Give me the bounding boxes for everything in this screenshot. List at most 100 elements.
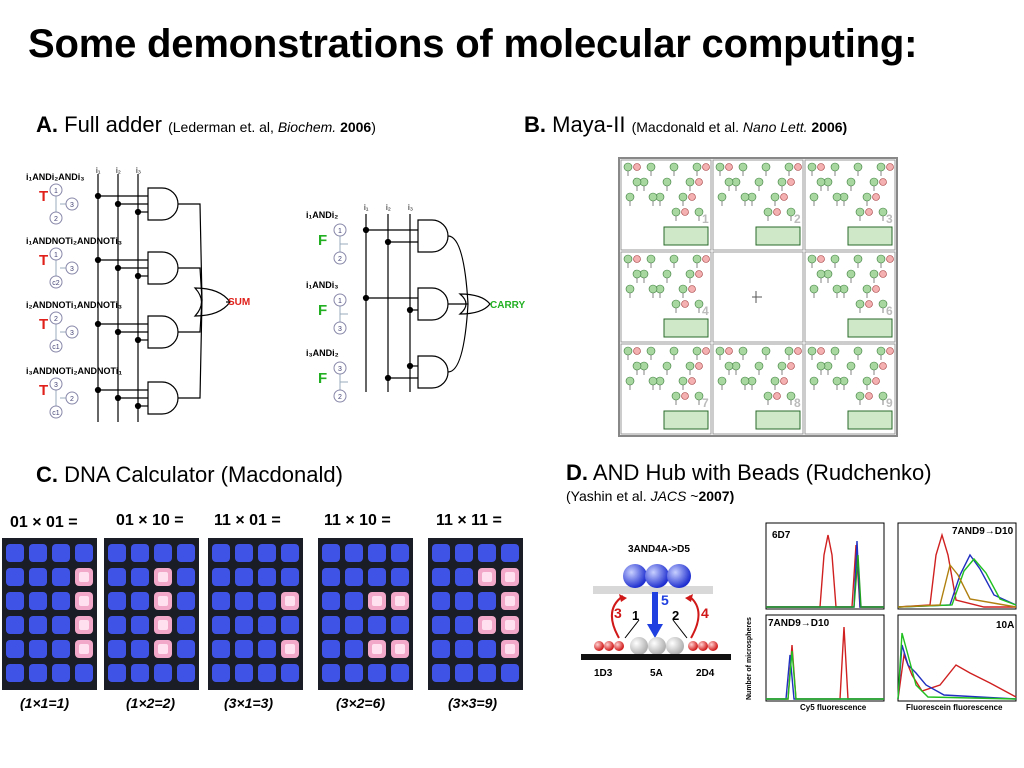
unlit-well (432, 592, 450, 610)
sum-row-truth-letter: T (39, 252, 49, 269)
unlit-well (108, 664, 126, 682)
unlit-well (391, 616, 409, 634)
and-hub-diagram (581, 564, 731, 660)
maya-cell: 3 (804, 159, 896, 251)
carry-and-gate (417, 355, 449, 389)
unlit-well (75, 544, 93, 562)
unlit-well (131, 640, 149, 658)
unlit-well (345, 664, 363, 682)
section-b-name: Maya-II (552, 112, 626, 137)
unlit-well (501, 664, 519, 682)
unlit-well (345, 640, 363, 658)
hub-top-label: 3AND4A->D5 (628, 544, 690, 555)
input-label-i1: i₁ (96, 166, 101, 175)
plot-label-2: 7AND9→D10 (952, 526, 1014, 537)
maya-cell: 6 (804, 251, 896, 343)
unlit-well (258, 568, 276, 586)
svg-text:8: 8 (794, 396, 801, 410)
unlit-well (478, 544, 496, 562)
section-d-citation: (Yashin et al. JACS ~2007) (566, 488, 735, 504)
unlit-well (455, 640, 473, 658)
plot-label-1: 6D7 (772, 530, 791, 541)
svg-text:1: 1 (54, 188, 58, 195)
unlit-well (212, 640, 230, 658)
result-1: (1×1=1) (20, 695, 70, 711)
unlit-well (368, 544, 386, 562)
svg-text:3: 3 (70, 202, 74, 209)
carry-and-gate (417, 287, 449, 321)
sum-row-truth-letter: T (39, 188, 49, 205)
svg-text:4: 4 (702, 304, 709, 318)
carry-input-label-i3: i₃ (408, 203, 414, 212)
unlit-well (29, 616, 47, 634)
calculator-panel-4 (318, 538, 413, 690)
unlit-well (29, 568, 47, 586)
unlit-well (29, 664, 47, 682)
unlit-well (108, 640, 126, 658)
result-4: (3×2=6) (336, 695, 386, 711)
unlit-well (6, 664, 24, 682)
and-gate (147, 187, 179, 221)
hub-bottom-center: 5A (650, 668, 663, 679)
unlit-well (345, 616, 363, 634)
section-b-heading: B. Maya-II (Macdonald et al. Nano Lett. … (524, 112, 847, 138)
input-label-i2: i₂ (116, 166, 121, 175)
plot-y-axis-label: Number of microspheres (746, 617, 753, 700)
unlit-well (131, 592, 149, 610)
equation-1: 01 × 01 = (10, 514, 78, 531)
unlit-well (391, 568, 409, 586)
svg-text:1: 1 (54, 252, 58, 259)
svg-text:2: 2 (794, 212, 801, 226)
unlit-well (6, 544, 24, 562)
equation-3: 11 × 01 = (214, 512, 281, 529)
unlit-well (322, 544, 340, 562)
unlit-well (131, 664, 149, 682)
unlit-well (478, 592, 496, 610)
carry-row-molecule: 12 (333, 223, 348, 265)
unlit-well (432, 568, 450, 586)
result-2: (1×2=2) (126, 695, 176, 711)
section-c-name: DNA Calculator (Macdonald) (64, 462, 343, 487)
unlit-well (391, 544, 409, 562)
svg-text:3: 3 (886, 212, 893, 226)
unlit-well (455, 616, 473, 634)
svg-text:3: 3 (70, 266, 74, 273)
carry-row-label: i₃ANDi₂ (306, 348, 339, 358)
unlit-well (432, 616, 450, 634)
hub-arrow-center: 5 (661, 592, 669, 608)
maya-cell: 1 (620, 159, 712, 251)
unlit-well (345, 568, 363, 586)
sum-row-label: i₂ANDNOTi₁ANDNOTi₃ (26, 300, 123, 310)
unlit-well (52, 544, 70, 562)
carry-row-truth-letter: F (318, 232, 328, 249)
unlit-well (345, 592, 363, 610)
or-gate (193, 287, 231, 317)
unlit-well (235, 568, 253, 586)
unlit-well (131, 544, 149, 562)
section-a-letter: A. (36, 112, 58, 137)
unlit-well (75, 664, 93, 682)
unlit-well (432, 664, 450, 682)
hub-num-2: 2 (672, 608, 680, 623)
unlit-well (322, 640, 340, 658)
unlit-well (368, 664, 386, 682)
svg-text:9: 9 (886, 396, 893, 410)
unlit-well (235, 664, 253, 682)
maya-cell: 8 (712, 343, 804, 435)
unlit-well (212, 616, 230, 634)
hub-bead-1 (623, 564, 647, 588)
equation-2: 01 × 10 = (116, 512, 184, 529)
maya-cell: 4 (620, 251, 712, 343)
unlit-well (154, 544, 172, 562)
unlit-well (29, 640, 47, 658)
unlit-well (52, 616, 70, 634)
hub-arrow-right: 4 (701, 605, 709, 621)
svg-text:3: 3 (70, 330, 74, 337)
sum-row-truth-letter: T (39, 316, 49, 333)
hub-bead-3 (667, 564, 691, 588)
calculator-panel-5 (428, 538, 523, 690)
sum-row-label: i₁ANDNOTi₂ANDNOTi₃ (26, 236, 123, 246)
unlit-well (6, 616, 24, 634)
carry-input-label-i2: i₂ (386, 203, 391, 212)
